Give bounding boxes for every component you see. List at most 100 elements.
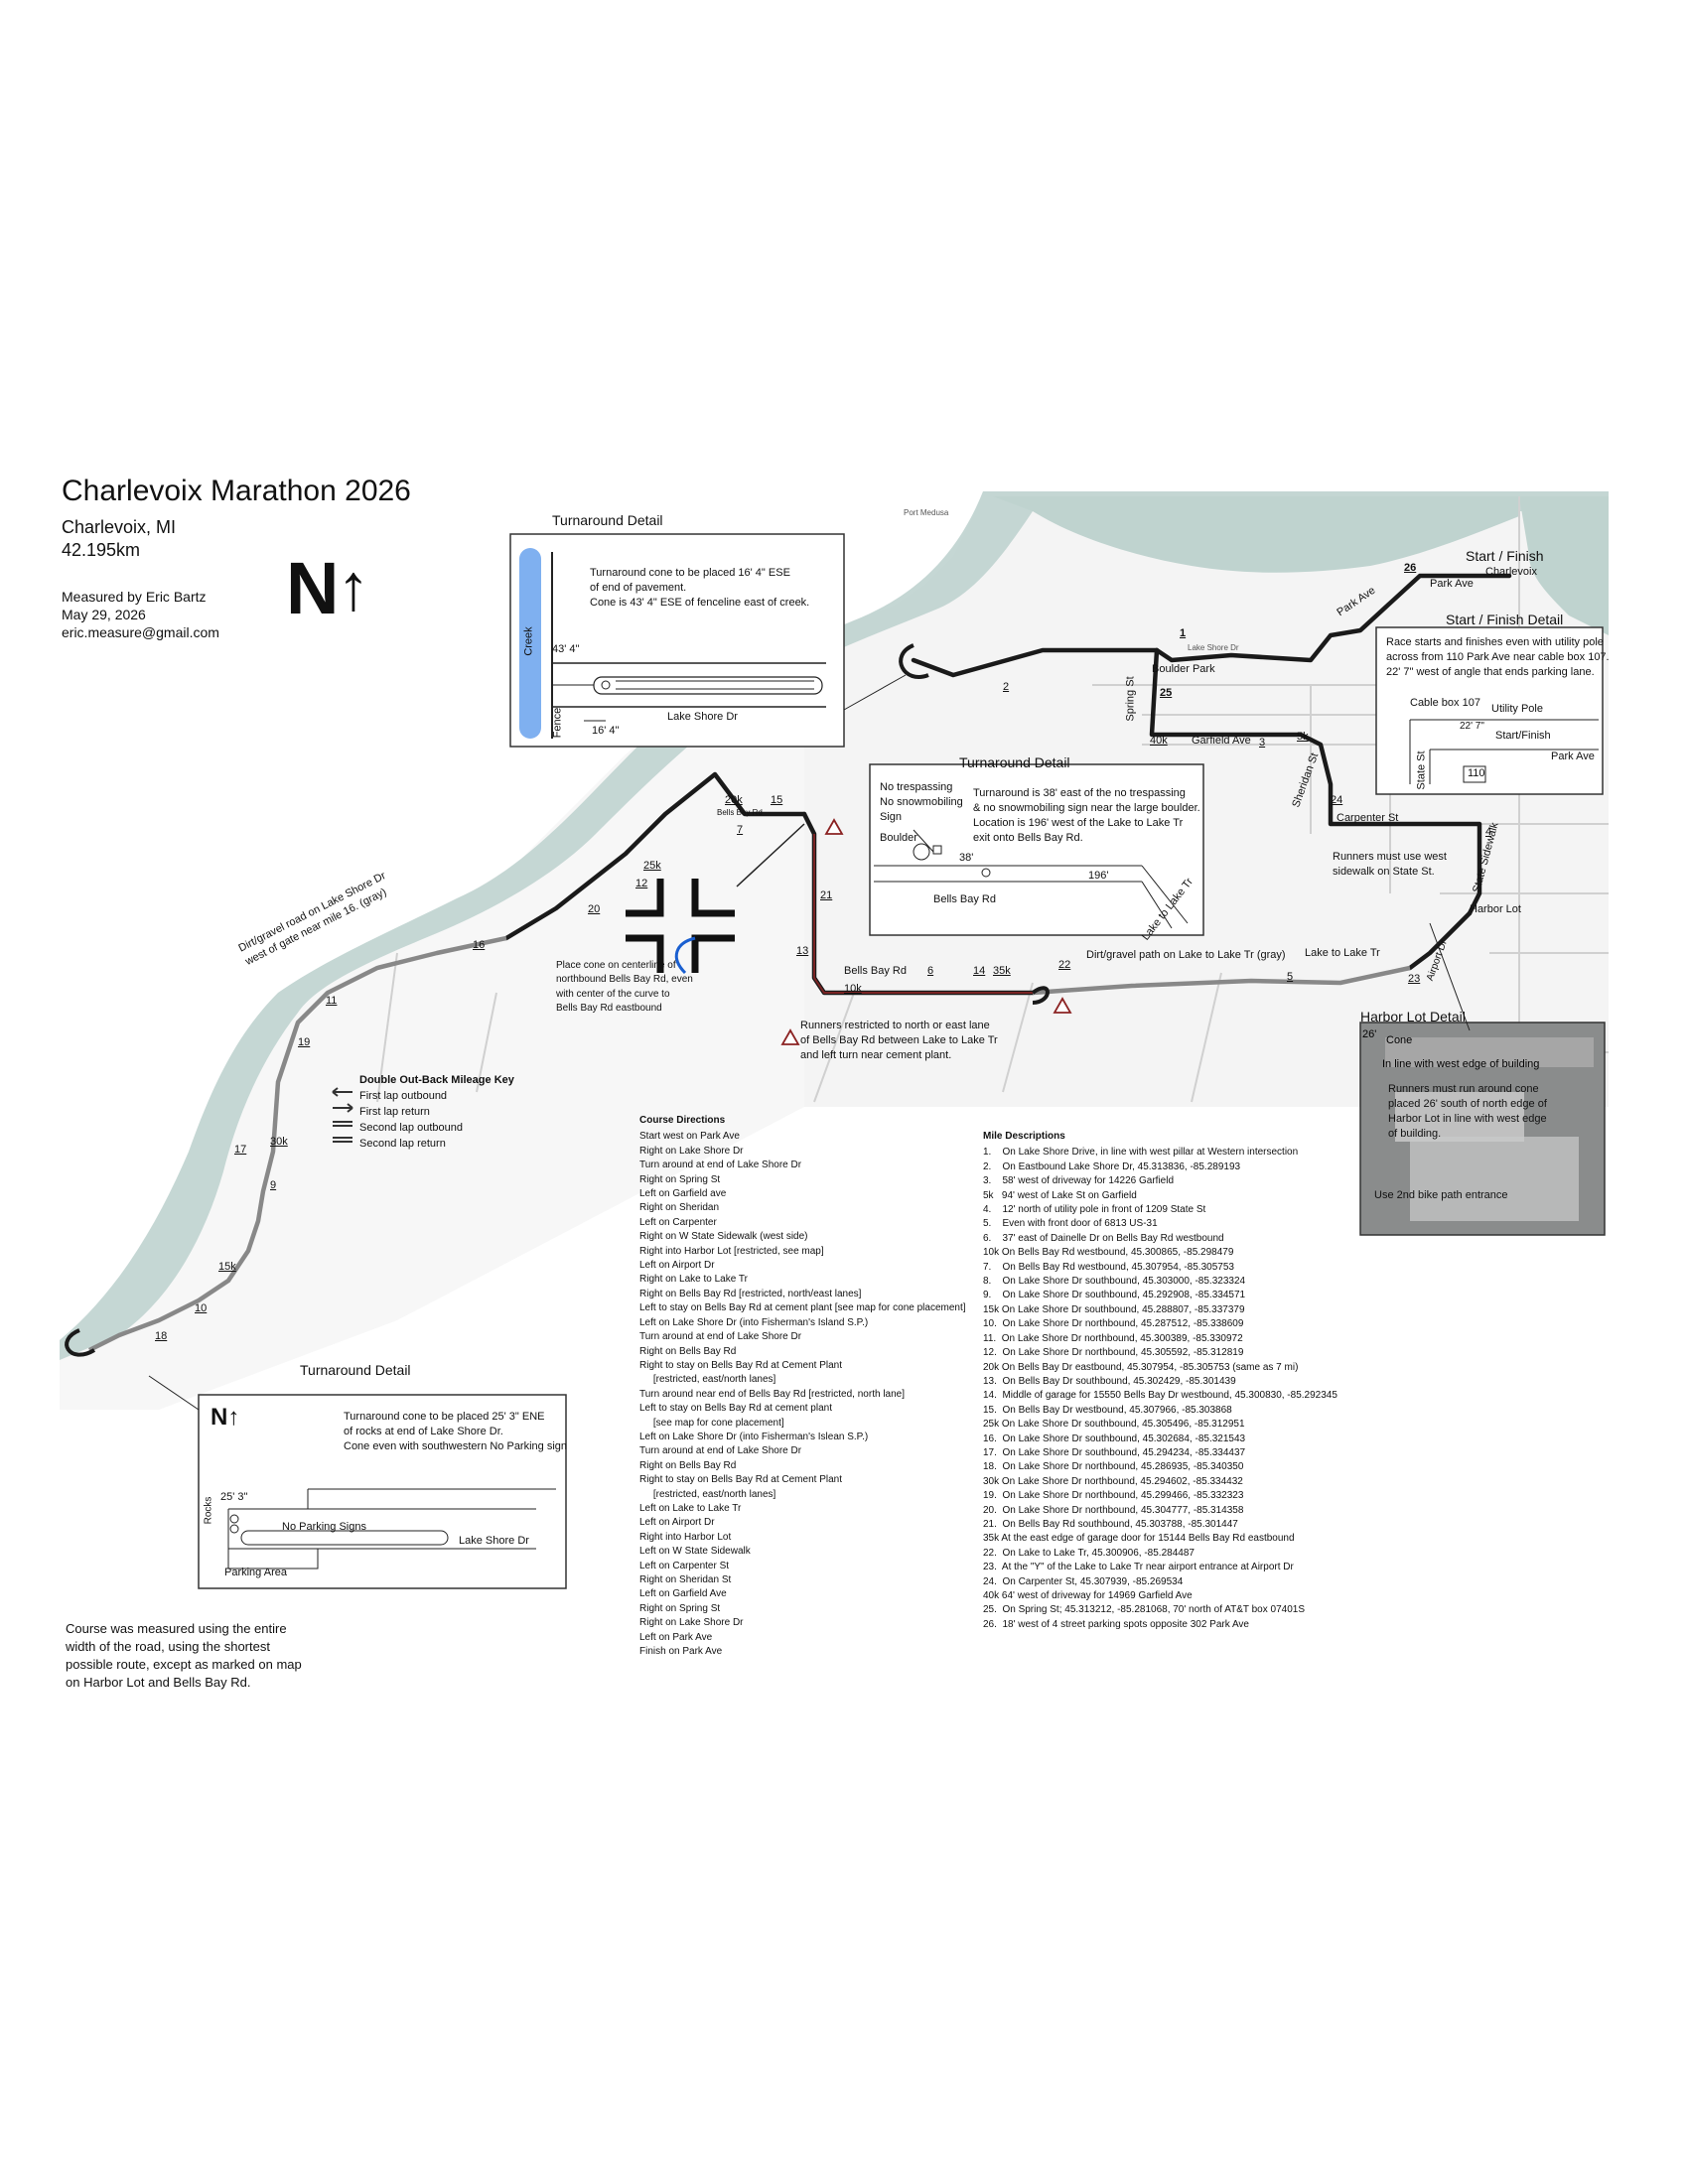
- list-item: 15. On Bells Bay Dr westbound, 45.307966…: [983, 1404, 1232, 1416]
- list-item: Turn around at end of Lake Shore Dr: [639, 1331, 802, 1343]
- list-item: Right on Sheridan St: [639, 1574, 732, 1585]
- list-item: Right on Lake Shore Dr: [639, 1617, 744, 1629]
- list-item: 12. On Lake Shore Dr northbound, 45.3055…: [983, 1347, 1244, 1359]
- list-item: Right on Bells Bay Rd [restricted, north…: [639, 1288, 862, 1299]
- cone-note2: northbound Bells Bay Rd, even: [556, 974, 693, 986]
- list-item: 25. On Spring St; 45.313212, -85.281068,…: [983, 1604, 1305, 1616]
- list-item: Right on Bells Bay Rd: [639, 1345, 737, 1357]
- list-item: Right on Lake to Lake Tr: [639, 1274, 748, 1286]
- measurement-note-line4: on Harbor Lot and Bells Bay Rd.: [66, 1675, 251, 1690]
- harbor-note1: Runners must run around cone: [1388, 1083, 1539, 1095]
- mile-10: 10: [195, 1302, 208, 1314]
- list-item: 19. On Lake Shore Dr northbound, 45.2994…: [983, 1490, 1244, 1502]
- cone-placement-note: Place cone on centerline of northbound B…: [556, 959, 693, 1017]
- north-arrow-icon: N↑: [286, 546, 369, 630]
- cone-note1: Place cone on centerline of: [556, 960, 676, 971]
- km-5: 5k: [1297, 731, 1309, 743]
- list-item: 9. On Lake Shore Dr southbound, 45.29290…: [983, 1290, 1246, 1301]
- restricted-line1: Runners restricted to north or east lane: [800, 1020, 990, 1031]
- km-15: 15k: [218, 1261, 236, 1273]
- mile-descriptions-title: Mile Descriptions: [983, 1131, 1065, 1142]
- list-item: Right on Spring St: [639, 1173, 721, 1185]
- list-item: Right on Bells Bay Rd: [639, 1459, 737, 1471]
- bottom-line2: of rocks at end of Lake Shore Dr.: [344, 1426, 503, 1437]
- mile-11: 11: [326, 995, 338, 1007]
- mile-4: 4: [1485, 826, 1492, 838]
- bells-bay-label: Bells Bay Rd: [844, 965, 907, 977]
- race-location: Charlevoix, MI 42.195km: [62, 516, 176, 562]
- cable-box-label: Cable box 107: [1410, 697, 1480, 709]
- turnaround-curl-bells: [1031, 986, 1050, 1005]
- mile-9: 9: [270, 1179, 277, 1191]
- mileage-key-title: Double Out-Back Mileage Key: [359, 1074, 514, 1086]
- dim-38ft: 38': [959, 852, 974, 864]
- list-item: [restricted, east/north lanes]: [639, 1488, 776, 1500]
- start-finish-text: Race starts and finishes even with utili…: [1386, 635, 1610, 680]
- turnaround-top-title: Turnaround Detail: [552, 512, 663, 528]
- turnaround-bottom-title: Turnaround Detail: [300, 1362, 411, 1378]
- list-item: Right on Spring St: [639, 1602, 721, 1614]
- list-item: 18. On Lake Shore Dr northbound, 45.2869…: [983, 1461, 1244, 1473]
- list-item: Left on Lake Shore Dr (into Fisherman's …: [639, 1316, 869, 1328]
- list-item: Turn around at end of Lake Shore Dr: [639, 1445, 802, 1457]
- harbor-dim: 26': [1362, 1028, 1377, 1040]
- sf-state-st: State St: [1415, 751, 1428, 790]
- lake-to-lake-trail: [1032, 965, 1411, 996]
- harbor-note3: Harbor Lot in line with west edge: [1388, 1113, 1547, 1125]
- measurer-info: Measured by Eric Bartz May 29, 2026 eric…: [62, 588, 219, 641]
- harbor-entrance: Use 2nd bike path entrance: [1374, 1189, 1508, 1201]
- mile-22: 22: [1058, 959, 1071, 971]
- mile-descriptions: Mile Descriptions 1. On Lake Shore Drive…: [983, 1130, 1380, 1632]
- cone-note4: Bells Bay Rd eastbound: [556, 1003, 662, 1015]
- list-item: 35k At the east edge of garage door for …: [983, 1533, 1295, 1545]
- bottom-north-letter: N: [211, 1404, 228, 1431]
- mile-26: 26: [1404, 562, 1417, 574]
- list-item: Right on Lake Shore Dr: [639, 1145, 744, 1157]
- turnaround-curl-bottom: [65, 1328, 96, 1357]
- mile-19: 19: [298, 1036, 311, 1048]
- list-item: 8. On Lake Shore Dr southbound, 45.30300…: [983, 1276, 1246, 1288]
- list-item: 5. Even with front door of 6813 US-31: [983, 1218, 1158, 1230]
- start-finish-box: [1375, 626, 1604, 795]
- lake-to-lake-label: Lake to Lake Tr: [1305, 947, 1380, 959]
- bells-bay-mid-label: Bells Bay Rd: [933, 893, 996, 905]
- lake-shore-dr-label: Lake Shore Dr: [1188, 643, 1239, 652]
- list-item: 40k 64' west of driveway for 14969 Garfi…: [983, 1590, 1193, 1601]
- km-20: 20k: [725, 794, 743, 806]
- restricted-line3: and left turn near cement plant.: [800, 1049, 952, 1061]
- sf-line1: Race starts and finishes even with utili…: [1386, 636, 1604, 648]
- mile-7: 7: [737, 824, 744, 836]
- spring-st-label: Spring St: [1124, 676, 1137, 722]
- harbor-line: In line with west edge of building: [1382, 1058, 1540, 1070]
- channel-water: [993, 496, 1519, 573]
- measure-date: May 29, 2026: [62, 607, 146, 622]
- page-title: Charlevoix Marathon 2026: [62, 475, 411, 507]
- mileage-key: Double Out-Back Mileage Key First lap ou…: [359, 1072, 514, 1152]
- list-item: Left to stay on Bells Bay Rd at cement p…: [639, 1403, 832, 1415]
- turnaround-top-line3: Cone is 43' 4" ESE of fenceline east of …: [590, 597, 810, 609]
- sf-line2: across from 110 Park Ave near cable box …: [1386, 651, 1610, 663]
- carpenter-label: Carpenter St: [1336, 812, 1399, 824]
- list-item: 2. On Eastbound Lake Shore Dr, 45.313836…: [983, 1160, 1241, 1172]
- measurement-note-line2: width of the road, using the shortest: [66, 1639, 270, 1654]
- list-item: 6. 37' east of Dainelle Dr on Bells Bay …: [983, 1232, 1224, 1244]
- port-medusa-label: Port Medusa: [904, 508, 949, 517]
- list-item: Right into Harbor Lot [restricted, see m…: [639, 1245, 824, 1257]
- cone-note3: with center of the curve to: [556, 988, 670, 1000]
- lake-shore-label-top: Lake Shore Dr: [667, 711, 738, 723]
- mile-1: 1: [1180, 627, 1187, 639]
- sf-line-label: Start/Finish: [1495, 730, 1551, 742]
- bottom-lake-shore-label: Lake Shore Dr: [459, 1535, 529, 1547]
- bells-bay-small-label: Bells Bay Rd: [717, 808, 763, 817]
- list-item: 15k On Lake Shore Dr southbound, 45.2888…: [983, 1303, 1245, 1315]
- turnaround-mid-text: Turnaround is 38' east of the no trespas…: [973, 786, 1200, 846]
- creek-shape: [519, 548, 541, 739]
- mile-15: 15: [771, 794, 783, 806]
- dim-43ft: 43' 4": [552, 643, 580, 655]
- bells-bay-restricted: [813, 834, 1033, 994]
- mile-18: 18: [155, 1330, 168, 1342]
- sf-line3: 22' 7" west of angle that ends parking l…: [1386, 666, 1595, 678]
- dirt-path-label: Dirt/gravel path on Lake to Lake Tr (gra…: [1086, 949, 1286, 961]
- list-item: 21. On Bells Bay Rd southbound, 45.30378…: [983, 1518, 1238, 1530]
